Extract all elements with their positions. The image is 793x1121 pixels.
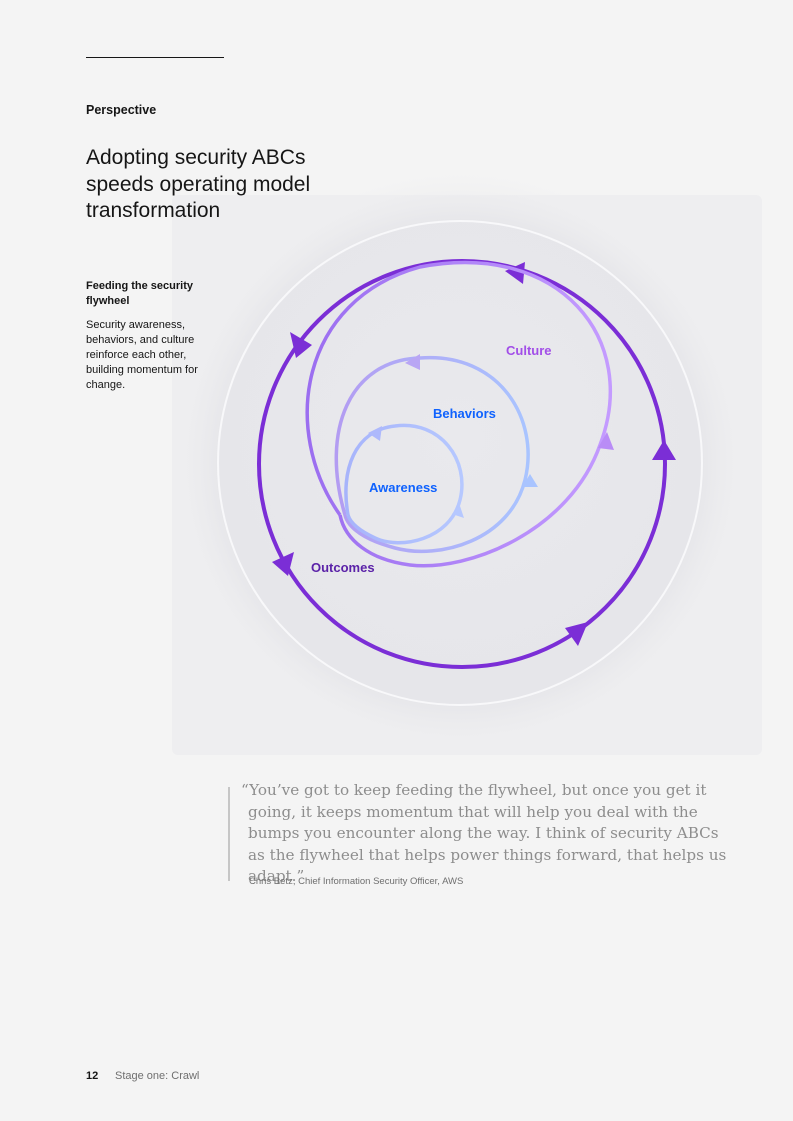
quote-rule — [228, 787, 230, 881]
awareness-ring — [344, 423, 464, 545]
awareness-arrow-top — [368, 426, 382, 441]
outcomes-arrow-top — [505, 262, 525, 284]
culture-label: Culture — [506, 343, 552, 358]
behaviors-ring — [334, 356, 530, 553]
behaviors-label: Behaviors — [433, 406, 496, 421]
sidebar-text: Security awareness, behaviors, and cultu… — [86, 319, 198, 391]
footer-section-name: Stage one: Crawl — [115, 1070, 200, 1082]
culture-arrow — [598, 432, 614, 450]
flywheel-disc — [218, 221, 702, 705]
section-label: Perspective — [86, 103, 157, 117]
outcomes-arrow-left — [272, 552, 294, 576]
behaviors-arrow-top — [405, 354, 420, 370]
outcomes-arrow-top-left — [290, 332, 312, 358]
quote-attribution: Chris Betz, Chief Information Security O… — [249, 876, 464, 887]
page-title: Adopting security ABCs speeds operating … — [86, 146, 311, 222]
sidebar-heading: Feeding the security flywheel — [86, 280, 193, 307]
pull-quote: “You’ve got to keep feeding the flywheel… — [241, 781, 727, 886]
culture-ring — [305, 260, 612, 568]
awareness-arrow-right — [452, 506, 464, 518]
outcomes-arrow-bottom — [565, 622, 588, 646]
awareness-label: Awareness — [369, 480, 437, 495]
outcomes-label: Outcomes — [311, 560, 375, 575]
behaviors-arrow-right — [522, 474, 538, 487]
outcomes-arrow-right — [652, 440, 676, 460]
page-number: 12 — [86, 1070, 99, 1082]
top-rule — [86, 57, 224, 58]
